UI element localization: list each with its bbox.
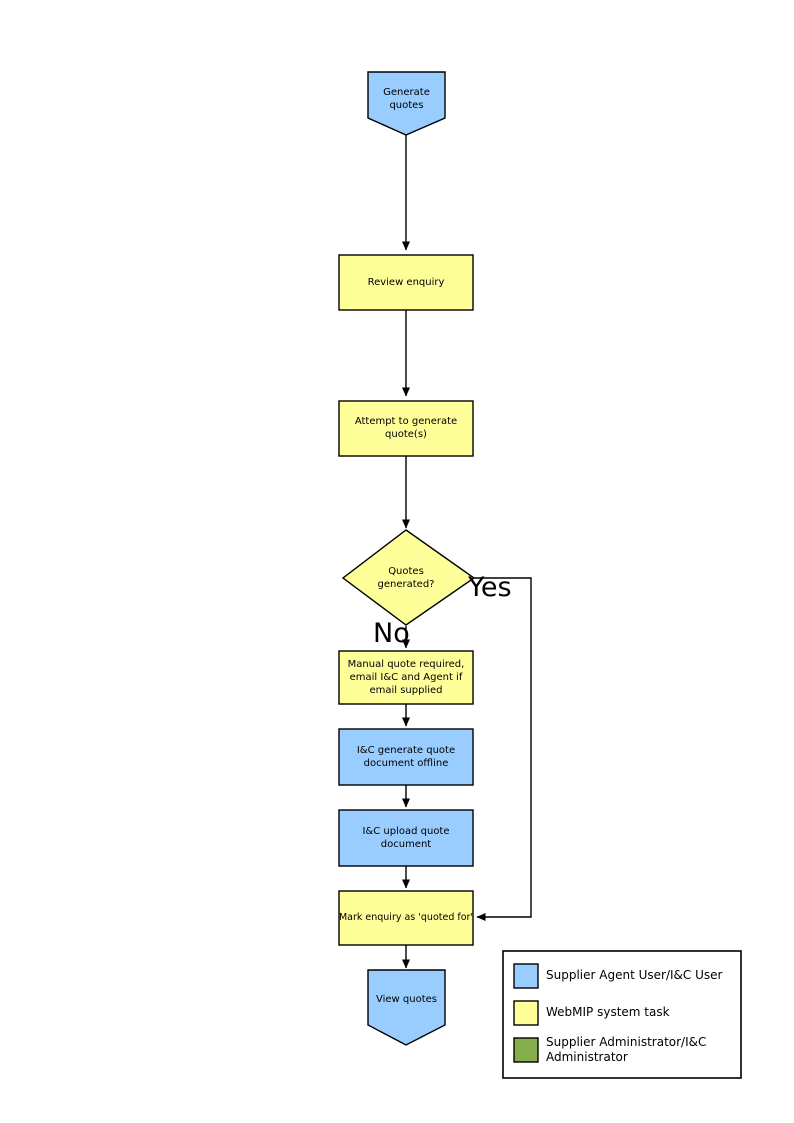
branch-label-no: No xyxy=(373,618,410,649)
legend-swatch-system-task xyxy=(513,1000,539,1026)
node-generate-quotes[interactable] xyxy=(367,71,446,136)
legend-label-user-task: Supplier Agent User/I&C User xyxy=(546,968,723,982)
node-ic-generate-quote-offline[interactable] xyxy=(338,728,474,786)
node-mark-enquiry-quoted-for[interactable] xyxy=(338,890,474,946)
node-attempt-generate-quote[interactable] xyxy=(338,400,474,457)
node-ic-upload-quote-document[interactable] xyxy=(338,809,474,867)
legend-panel xyxy=(502,950,742,1079)
legend-label-admin-task: Supplier Administrator/I&C Administrator xyxy=(546,1035,707,1064)
node-review-enquiry[interactable] xyxy=(338,254,474,311)
legend-label-system-task: WebMIP system task xyxy=(546,1005,670,1019)
branch-label-yes: Yes xyxy=(468,572,512,603)
legend-swatch-user-task xyxy=(513,963,539,989)
node-view-quotes[interactable] xyxy=(367,969,446,1046)
connectors xyxy=(402,135,532,969)
node-quotes-generated-decision[interactable] xyxy=(341,529,476,626)
legend-swatch-admin-task xyxy=(513,1037,539,1063)
node-manual-quote-required[interactable] xyxy=(338,650,474,705)
connector-decision-yes-to-mark xyxy=(474,577,532,921)
